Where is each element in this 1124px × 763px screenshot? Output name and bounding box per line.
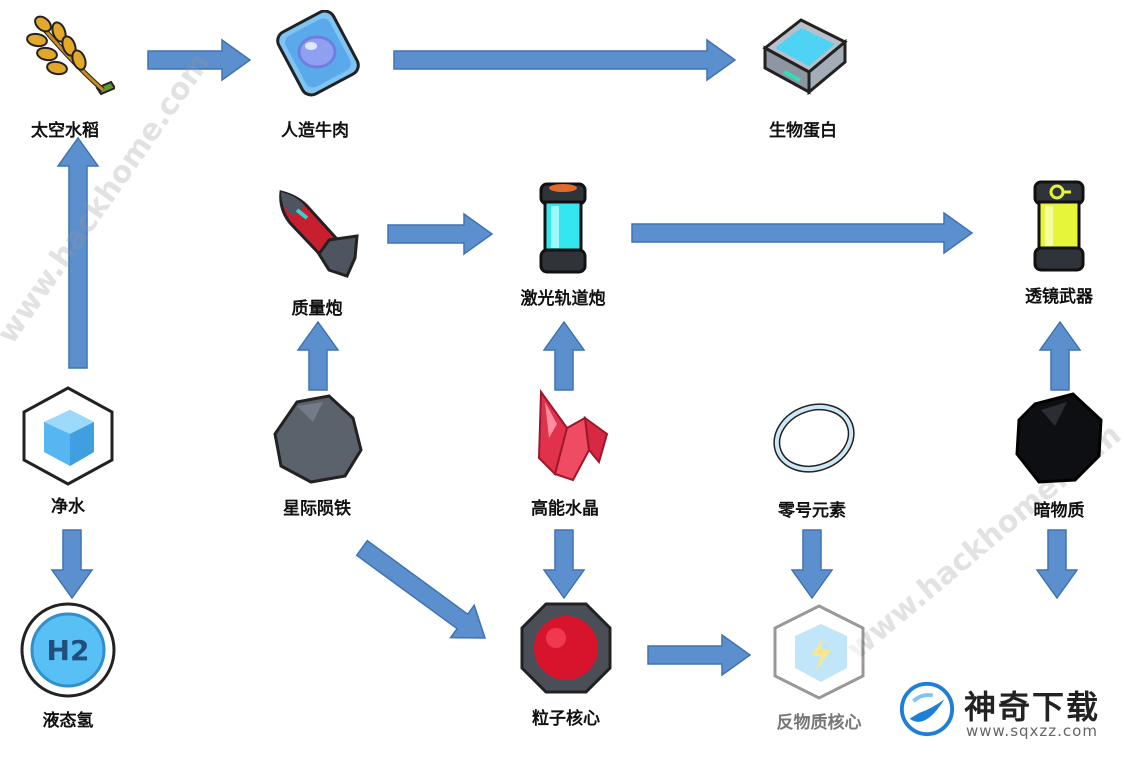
arrow-mass_cannon-to-laser bbox=[387, 212, 494, 256]
wheat-icon bbox=[26, 15, 115, 96]
node-hydrogen: H2 液态氢 bbox=[3, 600, 133, 740]
arrow-crystal-to-particle bbox=[542, 529, 586, 600]
cover-patch bbox=[895, 640, 1025, 670]
yellow-canister-icon bbox=[1033, 180, 1085, 272]
red-crystal-icon bbox=[537, 389, 609, 482]
node-label: 星际陨铁 bbox=[283, 499, 351, 519]
node-label: 激光轨道炮 bbox=[520, 289, 606, 309]
arrow-beef-to-protein bbox=[393, 38, 737, 82]
arrow-water-to-rice bbox=[56, 136, 100, 369]
arrow-zero-to-antimatter bbox=[790, 529, 834, 600]
ring-orb-icon bbox=[773, 403, 855, 473]
lightning-cube-icon bbox=[773, 604, 865, 700]
node-beef: 人造牛肉 bbox=[250, 10, 380, 150]
node-label: 人造牛肉 bbox=[281, 121, 349, 141]
node-laser: 激光轨道炮 bbox=[498, 178, 628, 318]
grey-rock-icon bbox=[273, 394, 363, 484]
cyan-container-icon bbox=[762, 18, 848, 96]
cyan-canister-icon bbox=[539, 182, 587, 274]
blue-tile-icon bbox=[276, 10, 360, 97]
node-lens: 透镜武器 bbox=[994, 176, 1124, 316]
missile-icon bbox=[279, 190, 359, 278]
node-rice: 太空水稻 bbox=[0, 10, 130, 150]
arrow-meteor-to-particle bbox=[355, 539, 487, 639]
node-mass-cannon: 质量炮 bbox=[252, 188, 382, 328]
node-label: 净水 bbox=[51, 497, 85, 517]
arrow-water-to-hydrogen bbox=[50, 529, 94, 600]
node-zero: 零号元素 bbox=[747, 390, 877, 530]
node-crystal: 高能水晶 bbox=[500, 388, 630, 528]
node-label: 暗物质 bbox=[1033, 501, 1085, 521]
node-dark: 暗物质 bbox=[994, 390, 1124, 530]
brand-logo: 神奇下载 www.sqxzz.com bbox=[890, 672, 1124, 752]
black-rock-icon bbox=[1015, 392, 1103, 484]
node-protein: 生物蛋白 bbox=[738, 10, 868, 150]
node-label: 反物质核心 bbox=[776, 713, 862, 733]
ice-cube-icon bbox=[22, 386, 114, 486]
arrow-crystal-to-laser bbox=[542, 320, 586, 391]
node-label: 太空水稻 bbox=[31, 121, 99, 141]
arrow-meteor-to-mass_cannon bbox=[296, 320, 340, 391]
node-meteor: 星际陨铁 bbox=[252, 388, 382, 528]
node-label: 液态氢 bbox=[42, 711, 94, 731]
node-label: 生物蛋白 bbox=[769, 121, 837, 141]
arrow-laser-to-lens bbox=[631, 211, 974, 255]
node-label: 零号元素 bbox=[778, 501, 846, 521]
node-label: 高能水晶 bbox=[531, 499, 599, 519]
arrow-particle-to-antimatter bbox=[647, 633, 752, 677]
node-label: 粒子核心 bbox=[532, 709, 600, 729]
node-water: 净水 bbox=[3, 386, 133, 526]
node-antimatter: 反物质核心 bbox=[754, 602, 884, 742]
node-label: 透镜武器 bbox=[1025, 287, 1093, 307]
brand-url: www.sqxzz.com bbox=[966, 722, 1098, 740]
svg-text:H2: H2 bbox=[47, 634, 90, 667]
arrow-dark-to-offscreen bbox=[1035, 529, 1079, 600]
brand-name: 神奇下载 bbox=[964, 688, 1101, 726]
h2-badge-icon: H2 bbox=[20, 602, 116, 698]
node-particle: 粒子核心 bbox=[501, 598, 631, 738]
arrow-rice-to-beef bbox=[147, 38, 252, 82]
arrow-dark-to-lens bbox=[1038, 320, 1082, 391]
red-core-icon bbox=[520, 602, 612, 694]
brand-swoosh-icon bbox=[899, 681, 955, 737]
node-label: 质量炮 bbox=[291, 299, 343, 319]
